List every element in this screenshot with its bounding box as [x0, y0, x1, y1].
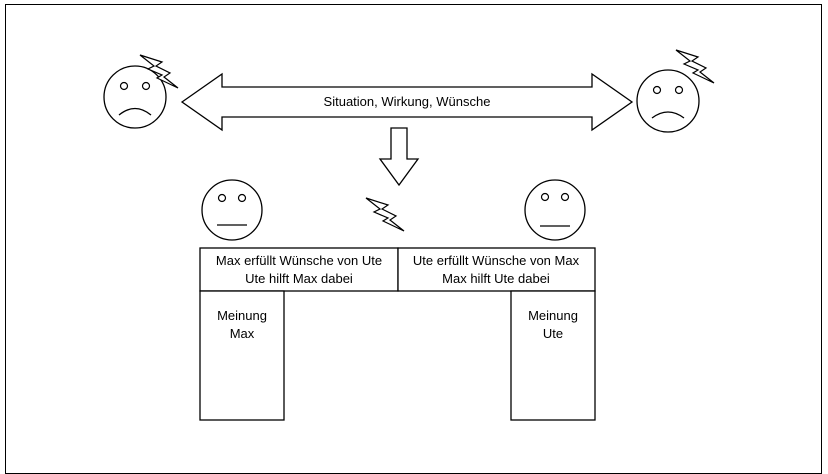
pillar-right-line1: Meinung	[528, 308, 578, 323]
down-arrow-icon	[378, 127, 420, 187]
arrow-label: Situation, Wirkung, Wünsche	[324, 94, 491, 109]
platform	[199, 247, 596, 292]
pillar-right-line2: Ute	[543, 326, 563, 341]
sad-face-icon-right	[636, 69, 700, 133]
pillar-right	[510, 290, 596, 421]
pillar-left-line2: Max	[230, 326, 255, 341]
double-arrow-icon	[180, 72, 634, 132]
sad-face-icon-left	[103, 65, 167, 129]
pillar-left	[199, 290, 285, 421]
platform-right-line1: Ute erfüllt Wünsche von Max	[413, 253, 580, 268]
platform-left-line2: Ute hilft Max dabei	[245, 271, 353, 286]
platform-right-line2: Max hilft Ute dabei	[442, 271, 550, 286]
neutral-face-icon-left	[201, 179, 263, 241]
lightning-bolt-icon-center	[365, 197, 405, 232]
neutral-face-icon-right	[524, 179, 586, 241]
platform-left-line1: Max erfüllt Wünsche von Ute	[216, 253, 382, 268]
pillar-left-line1: Meinung	[217, 308, 267, 323]
